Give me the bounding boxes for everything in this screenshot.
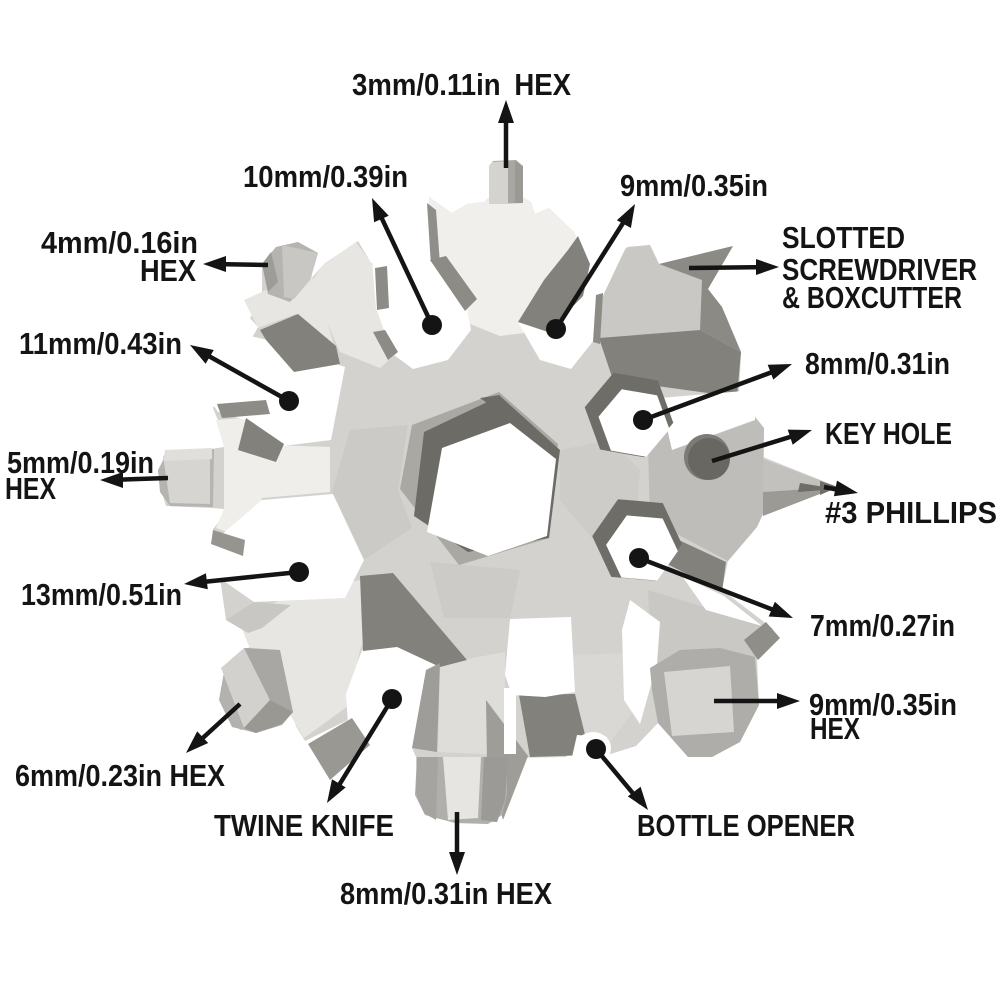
svg-text:BOTTLE OPENER: BOTTLE OPENER — [637, 808, 855, 843]
svg-text:6mm/0.23in HEX: 6mm/0.23in HEX — [15, 758, 225, 793]
svg-text:10mm/0.39in: 10mm/0.39in — [243, 159, 408, 194]
svg-text:8mm/0.31in: 8mm/0.31in — [805, 346, 950, 381]
svg-text:3mm/0.11in HEX: 3mm/0.11in HEX — [352, 67, 571, 102]
svg-text:HEX: HEX — [5, 471, 56, 506]
svg-text:HEX: HEX — [140, 253, 196, 288]
svg-text:#3 PHILLIPS: #3 PHILLIPS — [825, 495, 997, 530]
svg-text:SCREWDRIVER: SCREWDRIVER — [782, 252, 977, 287]
svg-text:TWINE KNIFE: TWINE KNIFE — [214, 808, 394, 843]
svg-text:7mm/0.27in: 7mm/0.27in — [810, 608, 955, 643]
svg-text:HEX: HEX — [810, 711, 860, 746]
svg-text:& BOXCUTTER: & BOXCUTTER — [782, 280, 962, 315]
svg-text:5mm/0.19in: 5mm/0.19in — [7, 445, 154, 480]
svg-text:4mm/0.16in: 4mm/0.16in — [41, 225, 198, 260]
svg-text:KEY HOLE: KEY HOLE — [825, 416, 952, 451]
svg-text:11mm/0.43in: 11mm/0.43in — [19, 326, 182, 361]
svg-text:9mm/0.35in: 9mm/0.35in — [620, 168, 768, 203]
svg-text:8mm/0.31in HEX: 8mm/0.31in HEX — [340, 876, 552, 911]
svg-text:SLOTTED: SLOTTED — [782, 220, 905, 255]
svg-text:9mm/0.35in: 9mm/0.35in — [809, 687, 957, 722]
svg-text:13mm/0.51in: 13mm/0.51in — [21, 577, 182, 612]
